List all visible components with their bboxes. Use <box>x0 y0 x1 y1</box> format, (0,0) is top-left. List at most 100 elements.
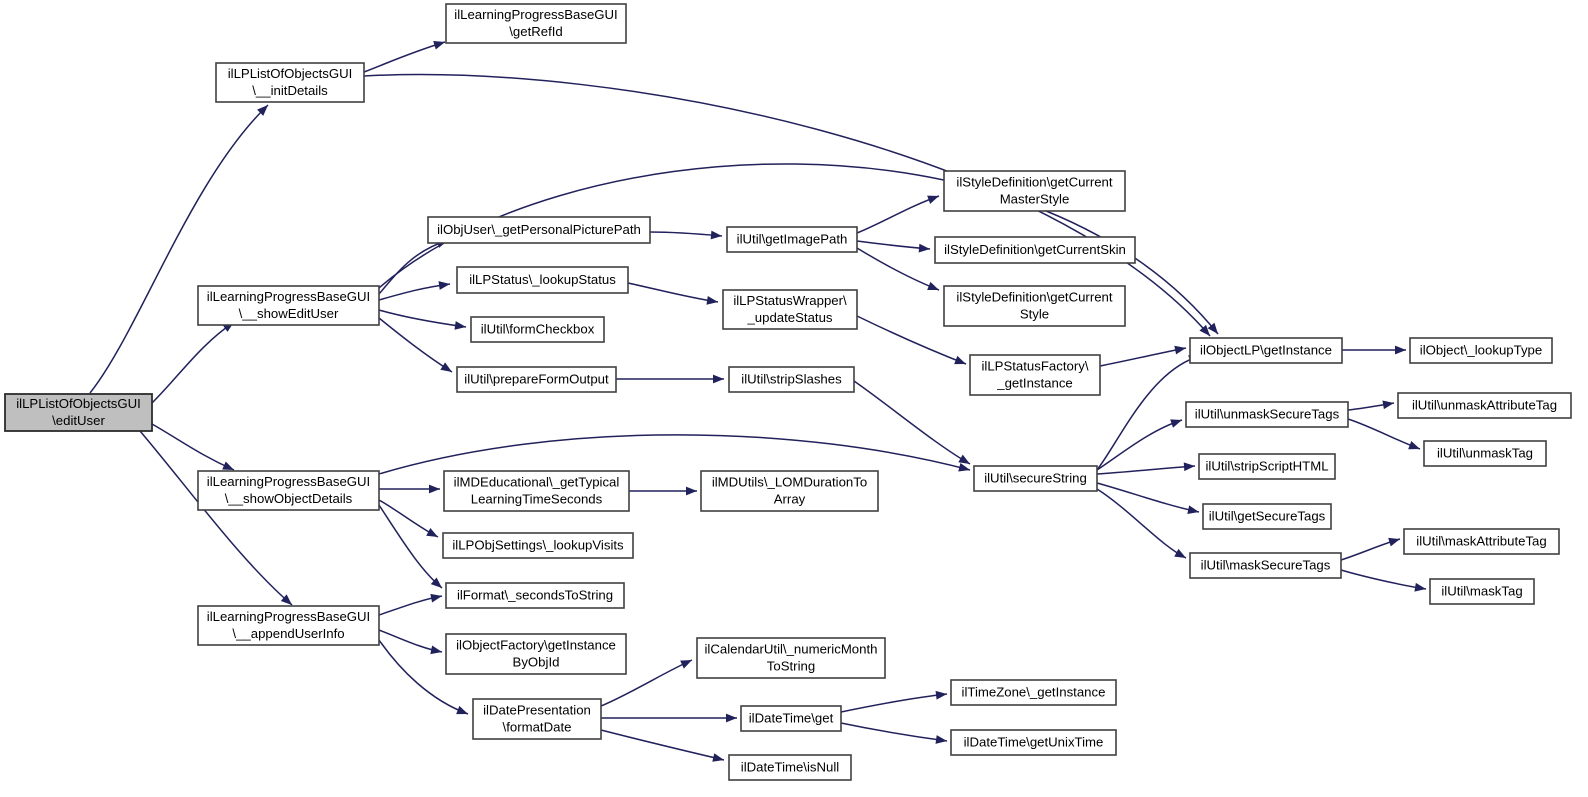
call-edge <box>139 430 293 606</box>
call-edge <box>628 486 697 496</box>
graph-node[interactable]: ilTimeZone\_getInstance <box>950 679 1117 706</box>
call-edge <box>615 374 724 384</box>
graph-node[interactable]: ilUtil\secureString <box>973 465 1098 492</box>
node-label: ilUtil\prepareFormOutput <box>464 371 609 386</box>
node-box[interactable] <box>445 582 625 609</box>
node-box[interactable] <box>1403 528 1560 555</box>
graph-node[interactable]: ilLPObjSettings\_lookupVisits <box>442 532 634 559</box>
graph-node[interactable]: ilUtil\stripSlashes <box>728 366 855 393</box>
node-box[interactable] <box>456 366 617 393</box>
node-box[interactable] <box>1198 453 1336 480</box>
graph-node[interactable]: ilLPStatusWrapper\_updateStatus <box>722 289 858 330</box>
node-box[interactable] <box>197 470 380 511</box>
graph-node[interactable]: ilLearningProgressBaseGUI\__showEditUser <box>197 285 380 326</box>
graph-node[interactable]: ilMDEducational\_getTypicalLearningTimeS… <box>443 470 630 512</box>
node-box[interactable] <box>197 285 380 326</box>
node-box[interactable] <box>700 470 879 512</box>
graph-node[interactable]: ilObjUser\_getPersonalPicturePath <box>427 216 651 244</box>
node-box[interactable] <box>1202 503 1332 530</box>
arrow-head-icon <box>429 484 440 494</box>
node-label-line2: \getRefId <box>509 24 563 39</box>
graph-node[interactable]: ilUtil\unmaskAttributeTag <box>1397 392 1572 419</box>
graph-node[interactable]: ilUtil\getImagePath <box>726 226 858 253</box>
graph-node[interactable]: ilLPListOfObjectsGUI\editUser <box>4 393 153 432</box>
node-box[interactable] <box>456 266 629 294</box>
node-label-line2: \__showObjectDetails <box>225 491 353 506</box>
node-box[interactable] <box>1397 392 1572 419</box>
graph-node[interactable]: ilObject\_lookupType <box>1409 337 1553 364</box>
node-box-current[interactable] <box>4 393 153 432</box>
node-label: ilUtil\maskTag <box>1441 583 1522 598</box>
node-box[interactable] <box>728 754 852 781</box>
graph-node[interactable]: ilDateTime\get <box>740 705 842 732</box>
node-box[interactable] <box>472 698 602 740</box>
node-box[interactable] <box>728 366 855 393</box>
graph-node[interactable]: ilUtil\unmaskSecureTags <box>1185 401 1349 428</box>
node-box[interactable] <box>726 226 858 253</box>
node-box[interactable] <box>443 470 630 512</box>
node-label: ilLPStatusFactory\ <box>981 358 1088 373</box>
arrow-head-icon <box>222 461 234 470</box>
node-box[interactable] <box>1423 440 1547 467</box>
graph-node[interactable]: ilUtil\maskSecureTags <box>1189 552 1342 579</box>
node-box[interactable] <box>943 170 1126 212</box>
graph-node[interactable]: ilLPStatus\_lookupStatus <box>456 266 629 294</box>
graph-node[interactable]: ilStyleDefinition\getCurrentSkin <box>934 236 1136 264</box>
graph-node[interactable]: ilUtil\maskTag <box>1429 578 1535 605</box>
node-box[interactable] <box>740 705 842 732</box>
graph-node[interactable]: ilLPStatusFactory\ _getInstance <box>969 354 1101 396</box>
graph-node[interactable]: ilUtil\prepareFormOutput <box>456 366 617 393</box>
node-box[interactable] <box>934 236 1136 264</box>
node-label-line2: _getInstance <box>996 375 1073 390</box>
node-box[interactable] <box>442 532 634 559</box>
node-box[interactable] <box>696 637 886 679</box>
graph-node[interactable]: ilDateTime\getUnixTime <box>950 729 1117 756</box>
graph-node[interactable]: ilLearningProgressBaseGUI\__appendUserIn… <box>197 605 380 646</box>
graph-node[interactable]: ilDateTime\isNull <box>728 754 852 781</box>
graph-node[interactable]: ilObjectLP\getInstance <box>1189 337 1343 364</box>
graph-node[interactable]: ilLPListOfObjectsGUI\__initDetails <box>215 62 365 103</box>
node-label: ilLPStatusWrapper\ <box>733 293 847 308</box>
node-box[interactable] <box>215 62 365 103</box>
node-box[interactable] <box>1409 337 1553 364</box>
graph-node[interactable]: ilUtil\stripScriptHTML <box>1198 453 1336 480</box>
arrow-head-icon <box>1408 440 1420 450</box>
node-label: ilObject\_lookupType <box>1420 342 1542 357</box>
node-box[interactable] <box>445 3 627 44</box>
graph-node[interactable]: ilLearningProgressBaseGUI\__showObjectDe… <box>197 470 380 511</box>
graph-node[interactable]: ilFormat\_secondsToString <box>445 582 625 609</box>
node-box[interactable] <box>1429 578 1535 605</box>
node-box[interactable] <box>950 729 1117 756</box>
graph-node[interactable]: ilLearningProgressBaseGUI\getRefId <box>445 3 627 44</box>
node-box[interactable] <box>1189 337 1343 364</box>
graph-node[interactable]: ilUtil\formCheckbox <box>470 316 605 343</box>
node-label: ilDateTime\isNull <box>741 759 840 774</box>
node-label: ilLearningProgressBaseGUI <box>207 609 370 624</box>
node-box[interactable] <box>950 679 1117 706</box>
arrow-head-icon <box>713 374 724 384</box>
graph-node[interactable]: ilDatePresentation\formatDate <box>472 698 602 740</box>
graph-node[interactable]: ilUtil\maskAttributeTag <box>1403 528 1560 555</box>
node-box[interactable] <box>943 285 1126 327</box>
node-box[interactable] <box>1189 552 1342 579</box>
call-edge <box>378 593 443 616</box>
graph-node[interactable]: ilUtil\getSecureTags <box>1202 503 1332 530</box>
node-label: ilUtil\unmaskAttributeTag <box>1412 397 1557 412</box>
node-box[interactable] <box>445 633 627 675</box>
graph-node[interactable]: ilUtil\unmaskTag <box>1423 440 1547 467</box>
node-box[interactable] <box>969 354 1101 396</box>
node-box[interactable] <box>427 216 651 244</box>
node-box[interactable] <box>1185 401 1349 428</box>
node-box[interactable] <box>197 605 380 646</box>
call-edge <box>627 282 719 305</box>
node-box[interactable] <box>470 316 605 343</box>
node-label: ilMDEducational\_getTypical <box>454 474 620 489</box>
node-box[interactable] <box>722 289 858 330</box>
node-box[interactable] <box>973 465 1098 492</box>
